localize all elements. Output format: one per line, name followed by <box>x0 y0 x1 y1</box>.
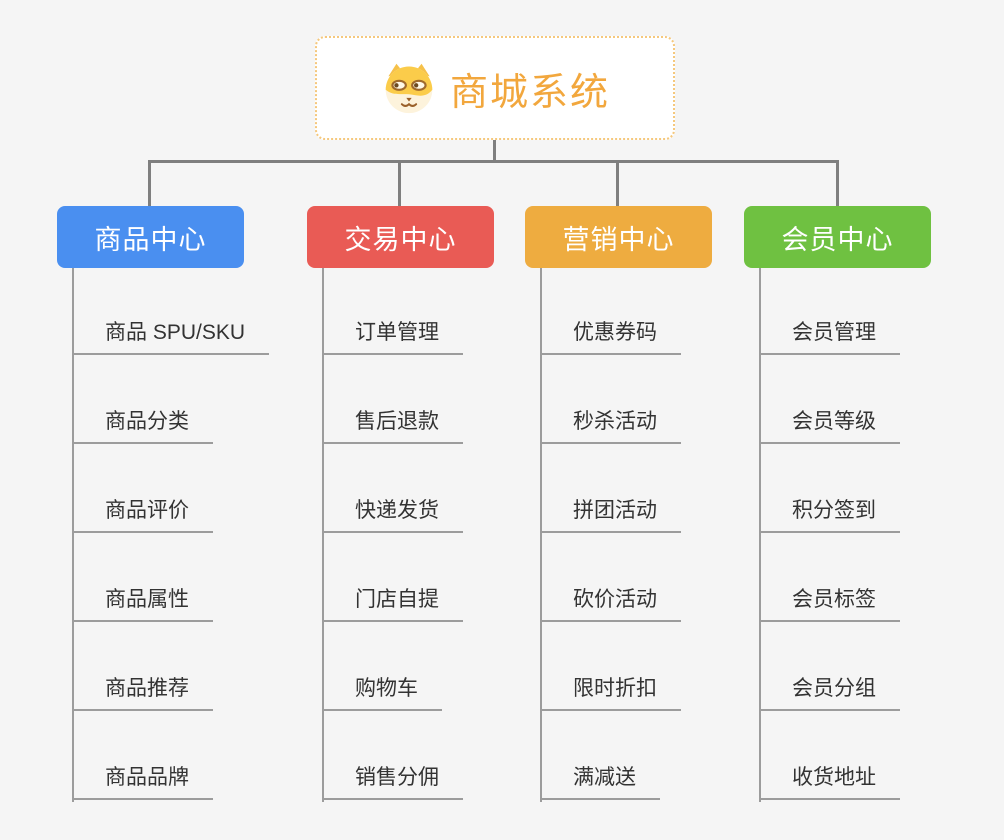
dog-face-icon <box>385 63 433 114</box>
branch-spine <box>322 268 324 802</box>
leaf-node[interactable]: 订单管理 <box>322 311 463 355</box>
connector-drop-4 <box>836 160 839 207</box>
leaf-node[interactable]: 限时折扣 <box>540 667 681 711</box>
branch-node-product-center[interactable]: 商品中心 <box>57 206 244 268</box>
branch-label: 交易中心 <box>344 224 457 255</box>
leaf-node[interactable]: 购物车 <box>322 667 442 711</box>
branch-label: 商品中心 <box>94 224 207 255</box>
branch-label: 会员中心 <box>781 224 894 255</box>
connector-drop-1 <box>148 160 151 207</box>
leaf-node[interactable]: 门店自提 <box>322 578 463 622</box>
leaf-node[interactable]: 拼团活动 <box>540 489 681 533</box>
leaf-node[interactable]: 会员等级 <box>759 400 900 444</box>
leaf-node[interactable]: 售后退款 <box>322 400 463 444</box>
leaf-node[interactable]: 快递发货 <box>322 489 463 533</box>
leaf-node[interactable]: 收货地址 <box>759 756 900 800</box>
leaf-node[interactable]: 商品分类 <box>72 400 213 444</box>
leaf-node[interactable]: 满减送 <box>540 756 660 800</box>
connector-drop-2 <box>398 160 401 207</box>
connector-bus <box>148 160 839 163</box>
branch-node-trade-center[interactable]: 交易中心 <box>307 206 494 268</box>
leaf-node[interactable]: 会员标签 <box>759 578 900 622</box>
leaf-node[interactable]: 秒杀活动 <box>540 400 681 444</box>
branch-label: 营销中心 <box>562 224 675 255</box>
root-node-mall-system[interactable]: 商城系统 <box>315 36 675 140</box>
leaf-node[interactable]: 优惠券码 <box>540 311 681 355</box>
branch-spine <box>759 268 761 802</box>
leaf-node[interactable]: 商品 SPU/SKU <box>72 311 270 355</box>
branch-spine <box>540 268 542 802</box>
connector-drop-3 <box>616 160 619 207</box>
leaf-node[interactable]: 会员分组 <box>759 667 900 711</box>
leaf-node[interactable]: 商品属性 <box>72 578 213 622</box>
branch-node-marketing-center[interactable]: 营销中心 <box>525 206 712 268</box>
root-title: 商城系统 <box>449 71 610 114</box>
leaf-node[interactable]: 砍价活动 <box>540 578 681 622</box>
leaf-node[interactable]: 商品推荐 <box>72 667 213 711</box>
connector-root-trunk <box>493 140 496 162</box>
leaf-node[interactable]: 会员管理 <box>759 311 900 355</box>
leaf-node[interactable]: 商品评价 <box>72 489 213 533</box>
leaf-node[interactable]: 销售分佣 <box>322 756 463 800</box>
branch-node-member-center[interactable]: 会员中心 <box>744 206 931 268</box>
leaf-node[interactable]: 积分签到 <box>759 489 900 533</box>
leaf-node[interactable]: 商品品牌 <box>72 756 213 800</box>
branch-spine <box>72 268 74 802</box>
